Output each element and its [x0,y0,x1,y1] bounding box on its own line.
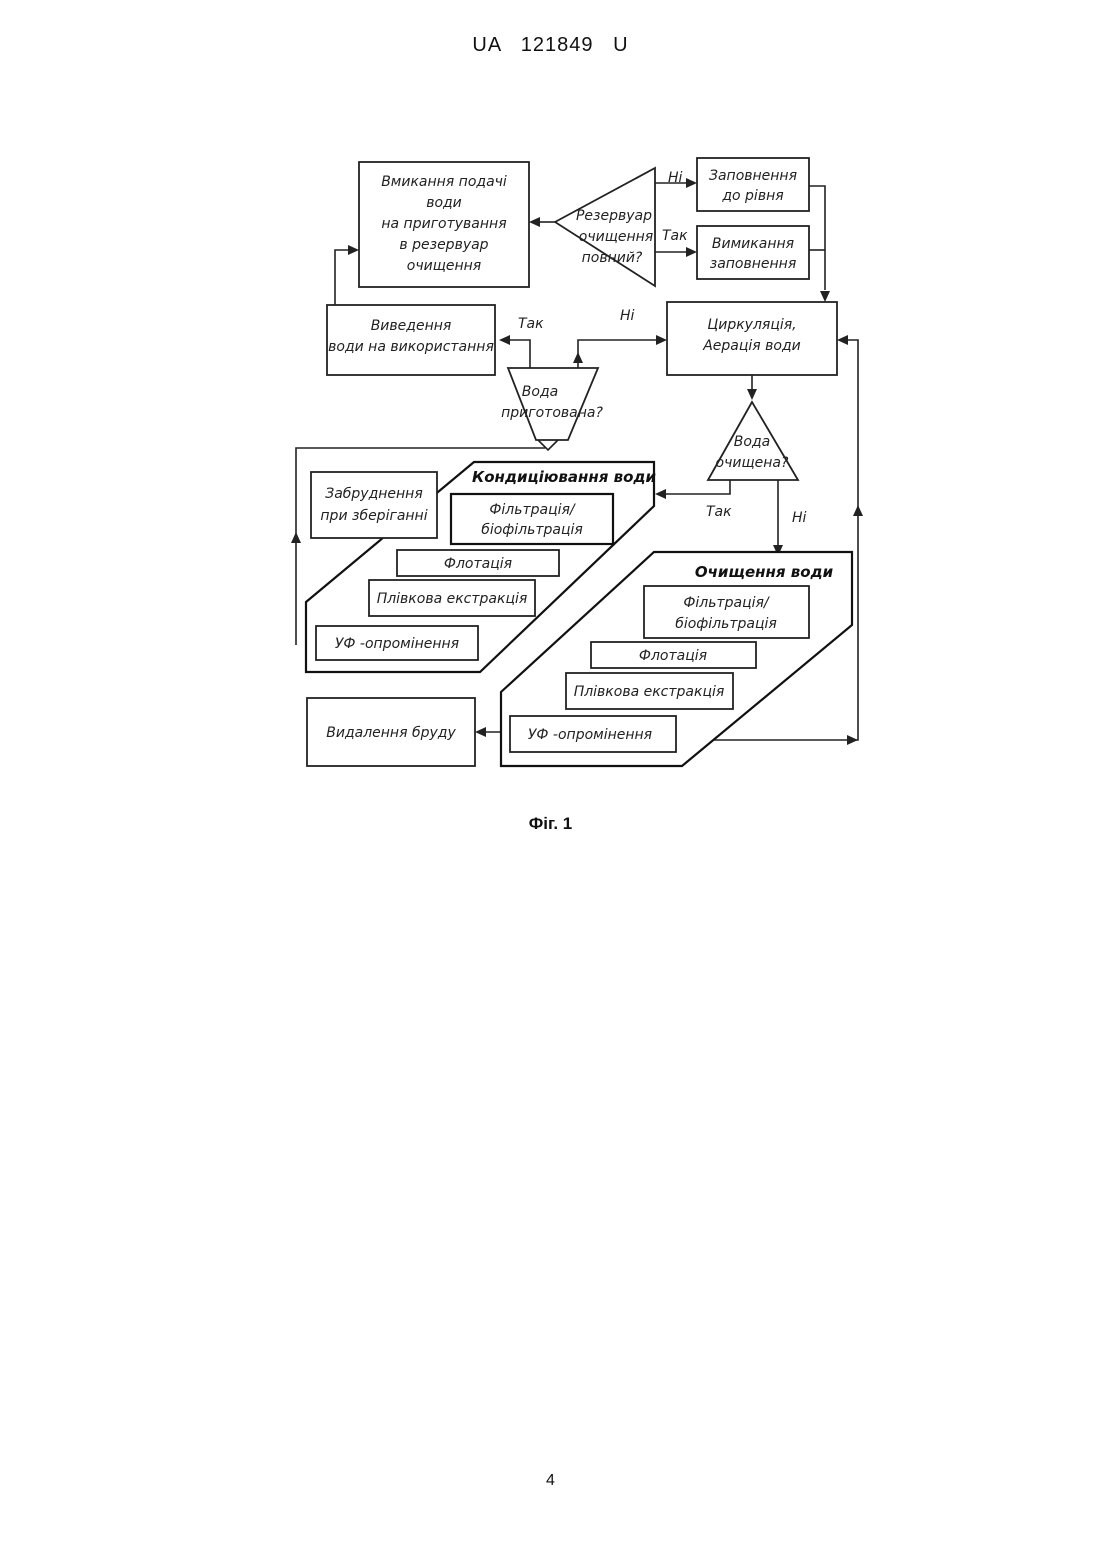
arrow-head [686,178,697,188]
tank-decision-line-3: повний? [582,250,643,266]
cleaned-no-label: Ні [792,510,807,526]
connector-cleaned-yes-to-conditioning [666,480,730,494]
start-box-line-3: на приготування [381,216,506,232]
water-prepared-decision [508,368,598,440]
start-box-line-1: Вмикання подачі [381,174,507,190]
cleaned-yes-label: Так [706,504,732,520]
dirt-removal-label: Видалення бруду [326,725,456,741]
circulation-box-line-2: Аерація води [702,338,801,354]
cleaned-decision-line-1: Вода [734,434,770,450]
arrow-head [573,352,583,363]
arrow-head [348,245,359,255]
arrow-head [291,532,301,543]
arrow-head [853,505,863,516]
purification-uv-label: УФ -опромінення [528,727,652,743]
arrow-head [475,727,486,737]
arrow-head [655,489,666,499]
stop-fill-box-line-1: Вимикання [712,236,794,252]
fill-box-line-1: Заповнення [709,168,797,184]
arrow-head [847,735,858,745]
conditioning-filtration-line-2: біофільтрація [481,522,583,538]
output-box-line-1: Виведення [371,318,452,334]
arrow-head [499,335,510,345]
tank-decision-line-1: Резервуар [576,208,652,224]
conditioning-filtration-line-1: Фільтрація/ [489,502,576,518]
arrow-head [686,247,697,257]
prepared-decision-line-2: приготована? [501,405,603,421]
conditioning-extraction-label: Плівкова екстракція [377,591,528,607]
start-box-line-2: води [426,195,462,211]
circulation-no-label: Ні [620,308,635,324]
conditioning-uv-label: УФ -опромінення [335,636,459,652]
arrow-head [656,335,667,345]
storage-pollution-line-2: при зберіганні [320,508,427,524]
purification-title: Очищення води [695,563,834,581]
prepared-decision-line-1: Вода [522,384,558,400]
conditioning-flotation-label: Флотація [444,556,512,572]
cleaned-decision-line-2: очищена? [716,455,789,471]
page-number: 4 [0,1472,1101,1490]
arrow-head [747,389,757,400]
start-box-line-4: в резервуар [399,237,488,253]
connector-prepared-yes-to-output [510,340,530,370]
output-box-line-2: води на використання [328,339,494,355]
tank-decision-no-label: Ні [668,170,683,186]
stop-fill-box-line-2: заповнення [710,256,797,272]
figure-caption: Фіг. 1 [0,814,1101,834]
arrow-head [837,335,848,345]
connector-output-to-start [335,250,348,305]
connector-fill-to-circulation [809,186,825,290]
storage-pollution-box [311,472,437,538]
purification-filtration-line-1: Фільтрація/ [683,595,770,611]
tank-decision-yes-label: Так [662,228,688,244]
fill-box-line-2: до рівня [721,188,783,204]
circulation-box-line-1: Циркуляція, [707,317,796,333]
conditioning-title: Кондиціювання води [472,468,657,486]
tank-full-decision [555,168,655,286]
purification-extraction-label: Плівкова екстракція [574,684,725,700]
connector-prepared-no-to-circulation [578,340,656,370]
purification-flotation-label: Флотація [639,648,707,664]
purification-filtration-line-2: біофільтрація [675,616,777,632]
tank-decision-line-2: очищення [579,229,653,245]
arrow-head [529,217,540,227]
arrow-head [820,291,830,302]
output-yes-label: Так [518,316,544,332]
start-box-line-5: очищення [407,258,481,274]
storage-pollution-line-1: Забруднення [325,486,423,502]
